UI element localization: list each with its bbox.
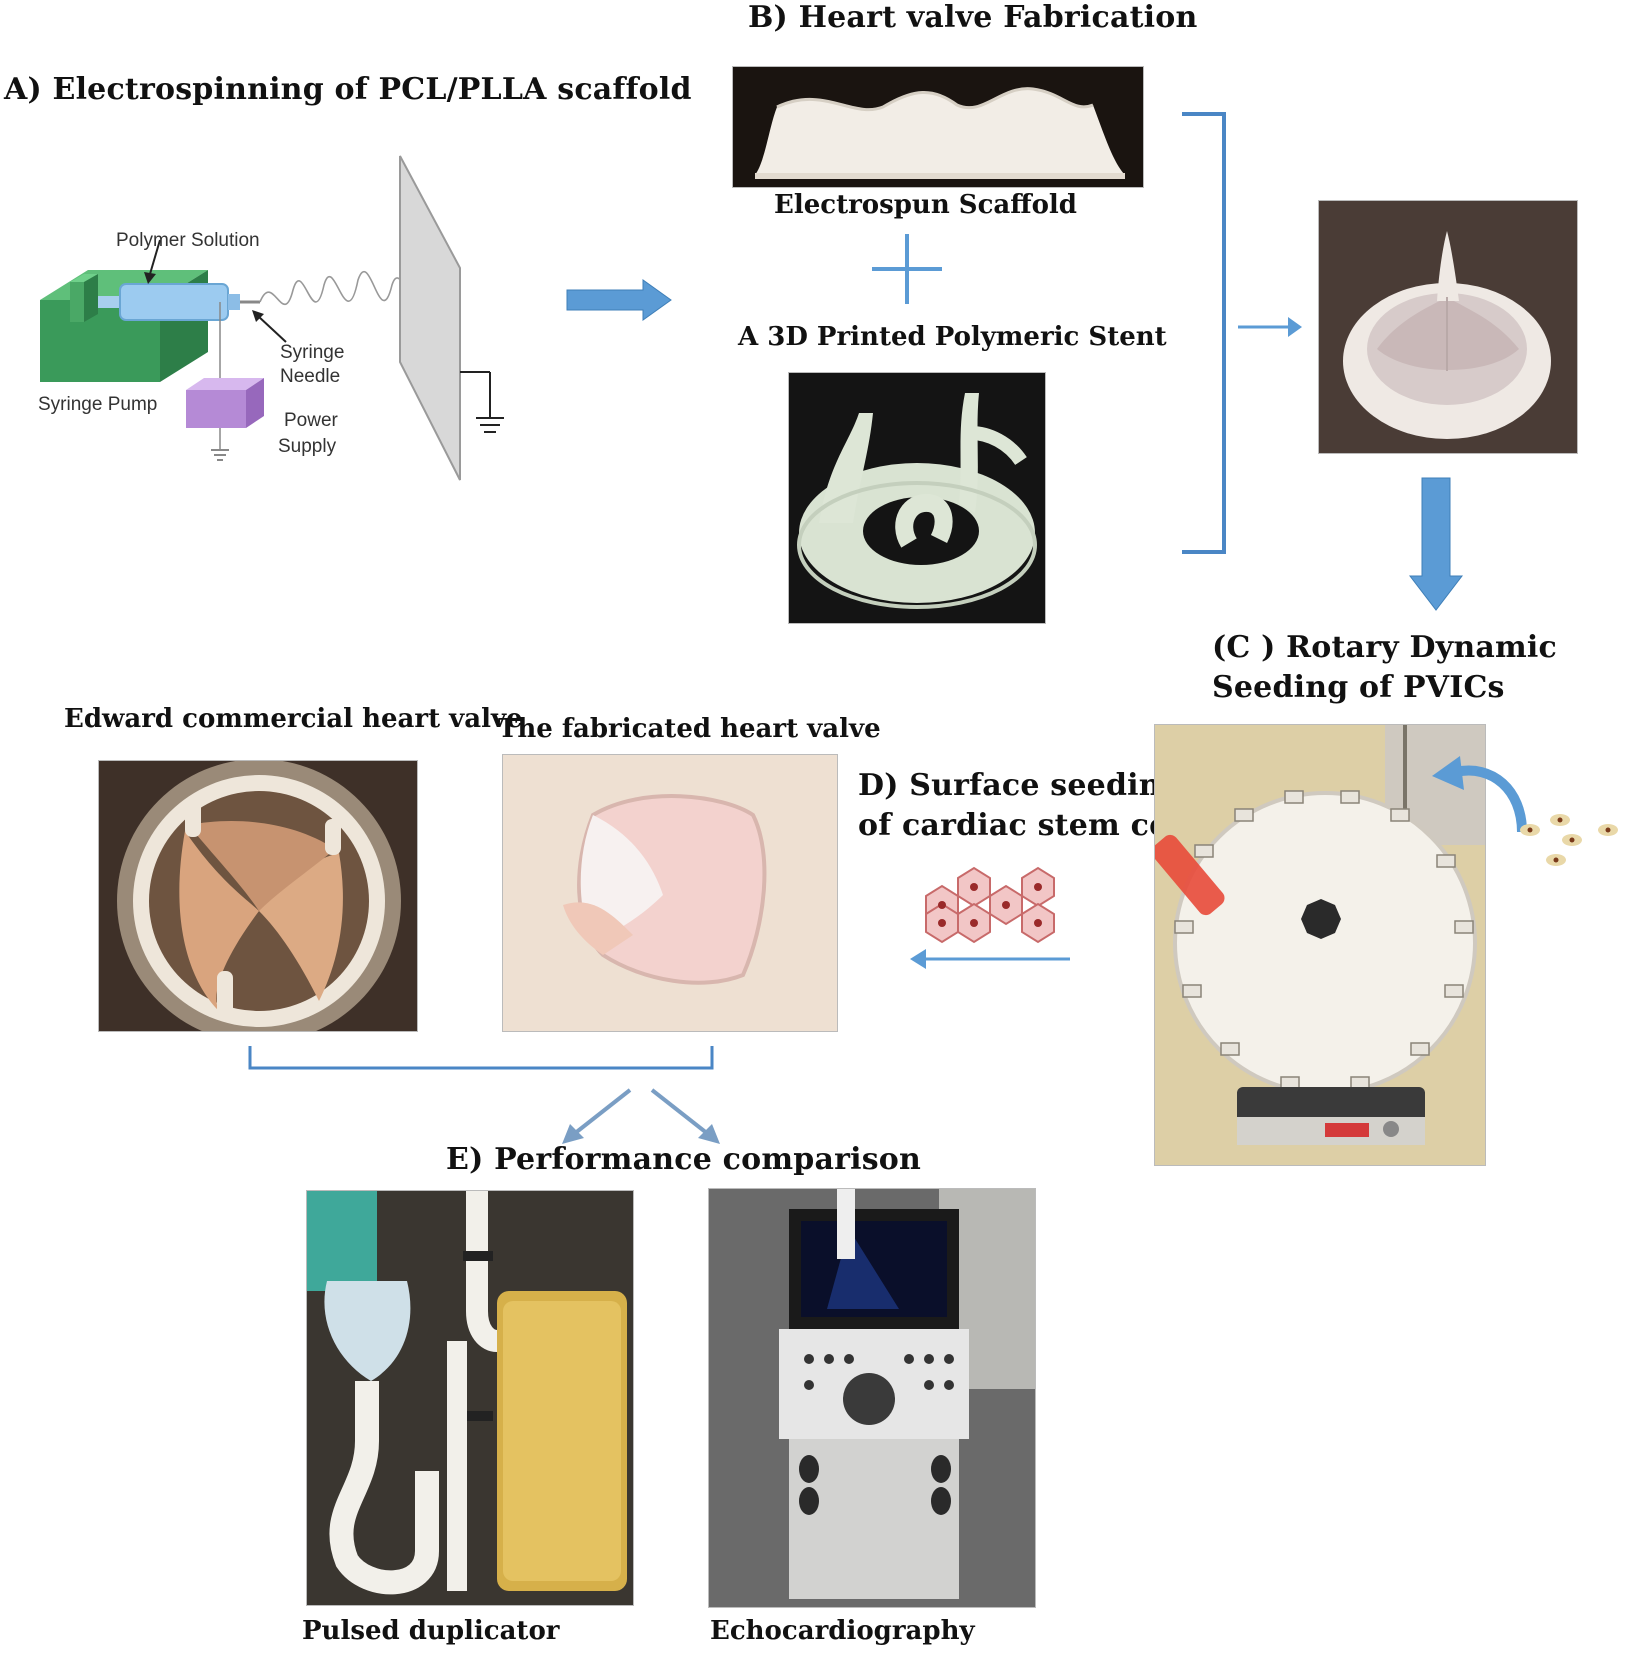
echocardiography-label: Echocardiography bbox=[710, 1616, 975, 1646]
section-a-title: A) Electrospinning of PCL/PLLA scaffold bbox=[4, 72, 692, 107]
polymer-solution-label: Polymer Solution bbox=[116, 230, 260, 251]
assembled-valve-photo bbox=[1318, 200, 1578, 454]
electrospun-scaffold-photo bbox=[732, 66, 1144, 188]
rotary-seeding-photo bbox=[1154, 724, 1486, 1166]
printed-stent-label: A 3D Printed Polymeric Stent bbox=[738, 322, 1167, 352]
arrow-down-to-c bbox=[1408, 476, 1464, 612]
rotation-arrow-icon bbox=[1412, 750, 1530, 840]
pulsed-duplicator-label: Pulsed duplicator bbox=[302, 1616, 560, 1646]
printed-stent-photo bbox=[788, 372, 1046, 624]
bracket-b bbox=[1180, 112, 1230, 556]
edward-valve-label: Edward commercial heart valve bbox=[64, 704, 523, 734]
electrospun-scaffold-label: Electrospun Scaffold bbox=[774, 190, 1077, 220]
section-c-title-line2: Seeding of PVICs bbox=[1212, 670, 1505, 705]
syringe-pump-label: Syringe Pump bbox=[38, 394, 158, 415]
section-c-title-line1: (C ) Rotary Dynamic bbox=[1212, 630, 1557, 665]
section-d-title-line2: of cardiac stem cells bbox=[858, 808, 1209, 843]
electrospinning-schematic: Polymer Solution Syringe Needle Syringe … bbox=[28, 150, 528, 490]
bracket-comparison bbox=[248, 1044, 714, 1072]
arrow-to-pulsed bbox=[560, 1086, 636, 1146]
power-supply-label-line2: Supply bbox=[278, 436, 337, 457]
section-e-title: E) Performance comparison bbox=[446, 1142, 922, 1177]
arrow-to-assembled-valve bbox=[1236, 312, 1304, 342]
power-supply-label-line1: Power bbox=[284, 410, 338, 431]
section-d-title-line1: D) Surface seeding bbox=[858, 768, 1182, 803]
syringe-needle-label-line1: Syringe bbox=[280, 342, 345, 363]
syringe-needle-label-line2: Needle bbox=[280, 366, 341, 387]
arrow-to-echo bbox=[646, 1086, 722, 1146]
plus-icon bbox=[870, 232, 944, 306]
pulsed-duplicator-photo bbox=[306, 1190, 634, 1606]
arrow-c-to-fabricated bbox=[908, 946, 1072, 972]
scattered-cells-icon bbox=[1516, 812, 1626, 872]
section-b-title: B) Heart valve Fabrication bbox=[748, 0, 1198, 35]
fabricated-valve-label: The fabricated heart valve bbox=[498, 714, 881, 744]
fabricated-valve-photo bbox=[502, 754, 838, 1032]
edward-valve-photo bbox=[98, 760, 418, 1032]
arrow-a-to-b bbox=[565, 278, 675, 322]
echocardiography-photo bbox=[708, 1188, 1036, 1608]
stem-cells-icon bbox=[908, 866, 1068, 956]
